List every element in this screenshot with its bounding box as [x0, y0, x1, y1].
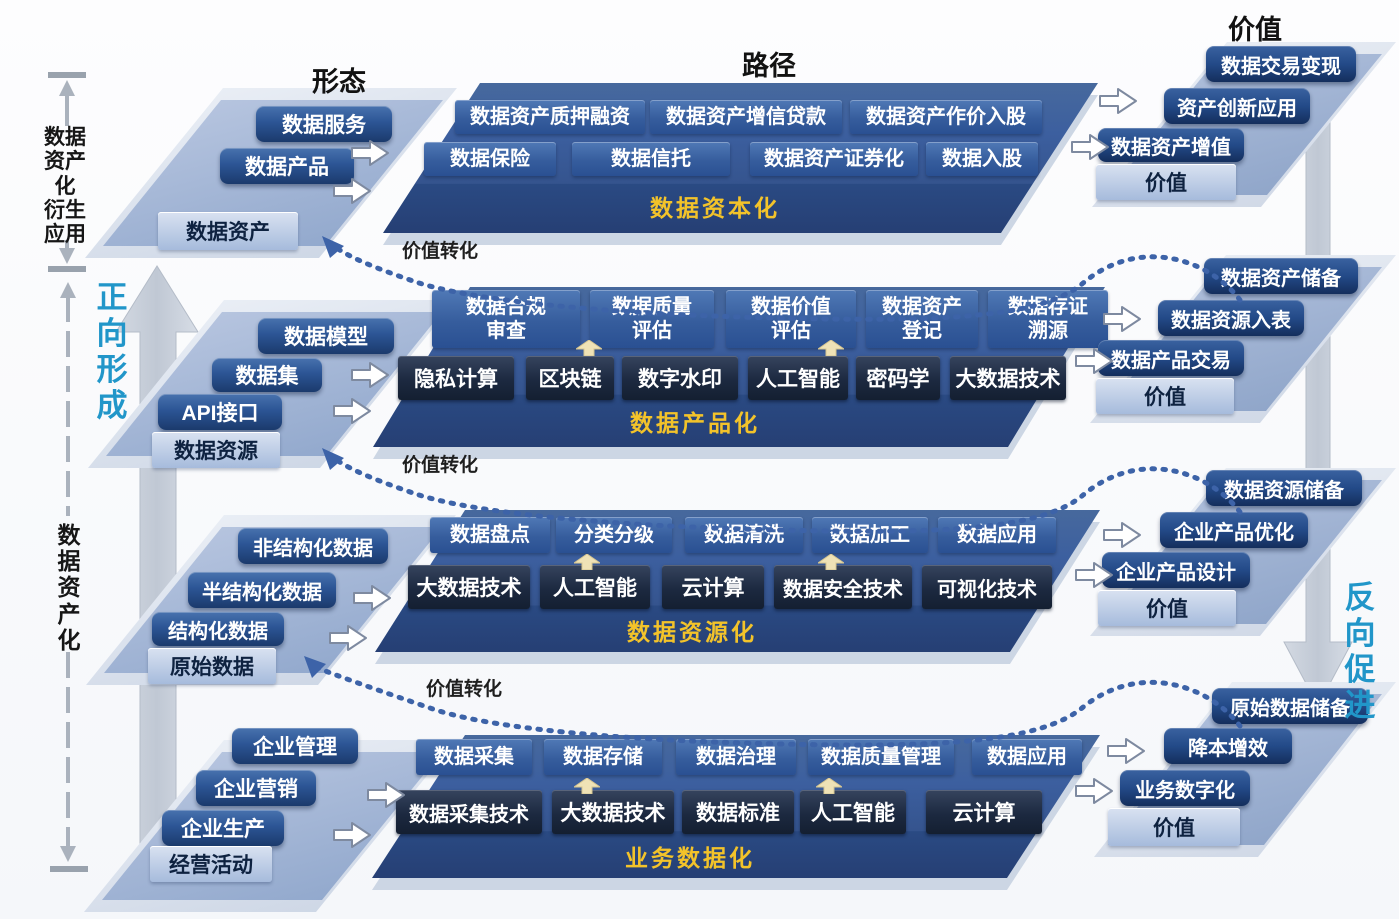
value-box: 数据资产储备	[1204, 258, 1358, 294]
header-path: 路径	[742, 51, 796, 81]
rail-label-data-assetization: 数据资产化	[57, 522, 81, 653]
flow-arrow	[1103, 522, 1141, 548]
process-box: 数据应用	[938, 517, 1056, 553]
flow-arrow	[1099, 88, 1137, 114]
flow-arrow	[1103, 306, 1141, 332]
form-box: API接口	[158, 394, 282, 430]
value-box: 企业产品优化	[1160, 512, 1308, 548]
tech-box: 数据安全技术	[774, 565, 912, 609]
form-box: 结构化数据	[152, 612, 284, 646]
flow-arrow	[1107, 738, 1145, 764]
form-box: 半结构化数据	[188, 572, 336, 608]
value-transfer-label-2: 价值转化	[402, 455, 479, 476]
process-box: 数据合规 审查	[432, 290, 580, 348]
process-box: 数据清洗	[685, 517, 803, 553]
value-base-step: 价值	[1096, 164, 1236, 200]
tech-box: 人工智能	[748, 356, 848, 400]
tier2-banner-data-productization: 数据产品化	[630, 410, 760, 436]
tech-box: 大数据技术	[950, 356, 1066, 400]
tech-box: 云计算	[926, 790, 1042, 834]
tech-box: 数据标准	[682, 790, 794, 834]
value-transfer-label-1: 价值转化	[402, 241, 479, 262]
value-box: 业务数字化	[1120, 770, 1250, 806]
value-base-step: 价值	[1108, 808, 1240, 846]
rail-label-backward-promotion: 反向促进	[1344, 580, 1376, 723]
value-box: 资产创新应用	[1164, 88, 1310, 124]
process-box: 数据存证 溯源	[988, 290, 1108, 348]
tech-box: 隐私计算	[398, 356, 514, 400]
process-box: 数据资产增信贷款	[650, 100, 842, 134]
value-transfer-label-3: 价值转化	[426, 679, 503, 700]
value-box: 数据资源储备	[1206, 470, 1362, 506]
tech-box: 云计算	[662, 565, 764, 609]
form-base-step: 原始数据	[148, 648, 276, 684]
form-box: 数据模型	[258, 318, 394, 354]
tech-box: 数据采集技术	[396, 790, 542, 834]
value-base-step: 价值	[1096, 378, 1234, 414]
form-box: 企业生产	[162, 810, 284, 846]
process-box: 数据治理	[676, 739, 796, 775]
header-value: 价值	[1228, 15, 1282, 45]
form-box: 数据产品	[220, 148, 354, 184]
tech-box: 可视化技术	[922, 565, 1052, 609]
tier4-banner-business-datafication: 业务数据化	[625, 845, 755, 871]
process-box: 数据资产质押融资	[455, 100, 645, 134]
form-base-step: 数据资源	[152, 432, 280, 468]
process-box: 数据入股	[926, 142, 1038, 176]
value-box: 数据产品交易	[1098, 340, 1244, 376]
value-box: 企业产品设计	[1102, 552, 1250, 588]
form-box: 企业管理	[232, 728, 358, 764]
value-box: 数据资源入表	[1158, 300, 1304, 336]
form-box: 企业营销	[196, 770, 316, 806]
value-base-step: 价值	[1098, 590, 1236, 626]
bracket2-down-arrowhead	[60, 846, 76, 862]
process-box: 数据盘点	[430, 517, 550, 553]
process-box: 数据资产 登记	[866, 290, 978, 348]
process-box: 数据质量管理	[808, 739, 954, 775]
form-base-step: 经营活动	[150, 846, 272, 882]
rail-label-forward-formation: 正向形成	[96, 280, 128, 423]
bracket-top-bar	[48, 72, 86, 78]
tier3-banner-data-resourcization: 数据资源化	[627, 619, 757, 645]
tech-box: 数字水印	[622, 356, 738, 400]
form-base-step: 数据资产	[158, 212, 298, 250]
process-box: 数据保险	[424, 142, 556, 176]
tech-box: 大数据技术	[408, 565, 530, 609]
process-box: 数据资产作价入股	[850, 100, 1042, 134]
process-box: 数据存储	[544, 739, 662, 775]
tech-box: 密码学	[856, 356, 940, 400]
value-box: 数据资产增值	[1098, 128, 1244, 162]
value-box: 降本增效	[1164, 728, 1292, 764]
process-box: 数据采集	[416, 739, 532, 775]
form-box: 数据服务	[256, 106, 392, 142]
value-box: 数据交易变现	[1206, 46, 1356, 82]
process-box: 分类分级	[556, 517, 672, 553]
process-box: 数据质量 评估	[590, 290, 714, 348]
process-box: 数据资产证券化	[750, 142, 918, 176]
form-box: 数据集	[212, 358, 322, 392]
process-box: 数据信托	[572, 142, 730, 176]
bracket2-up-arrowhead	[60, 282, 76, 298]
bracket-up-arrowhead	[59, 80, 75, 96]
tech-box: 人工智能	[540, 565, 650, 609]
bracket2-bottom-bar	[50, 866, 88, 872]
process-box: 数据价值 评估	[726, 290, 856, 348]
tech-box: 区块链	[526, 356, 614, 400]
tier1-banner-data-capitalization: 数据资本化	[650, 195, 780, 221]
process-box: 数据应用	[972, 739, 1082, 775]
header-form: 形态	[312, 67, 366, 97]
form-box: 非结构化数据	[238, 528, 388, 564]
rail-label-derived-application: 数据 资产 化 衍生 应用	[44, 126, 86, 247]
bracket-bottom-bar	[48, 266, 86, 272]
tech-box: 大数据技术	[552, 790, 674, 834]
flow-arrow	[1075, 778, 1113, 804]
tech-box: 人工智能	[800, 790, 906, 834]
bracket-down-arrowhead	[59, 248, 75, 264]
process-box: 数据加工	[812, 517, 928, 553]
